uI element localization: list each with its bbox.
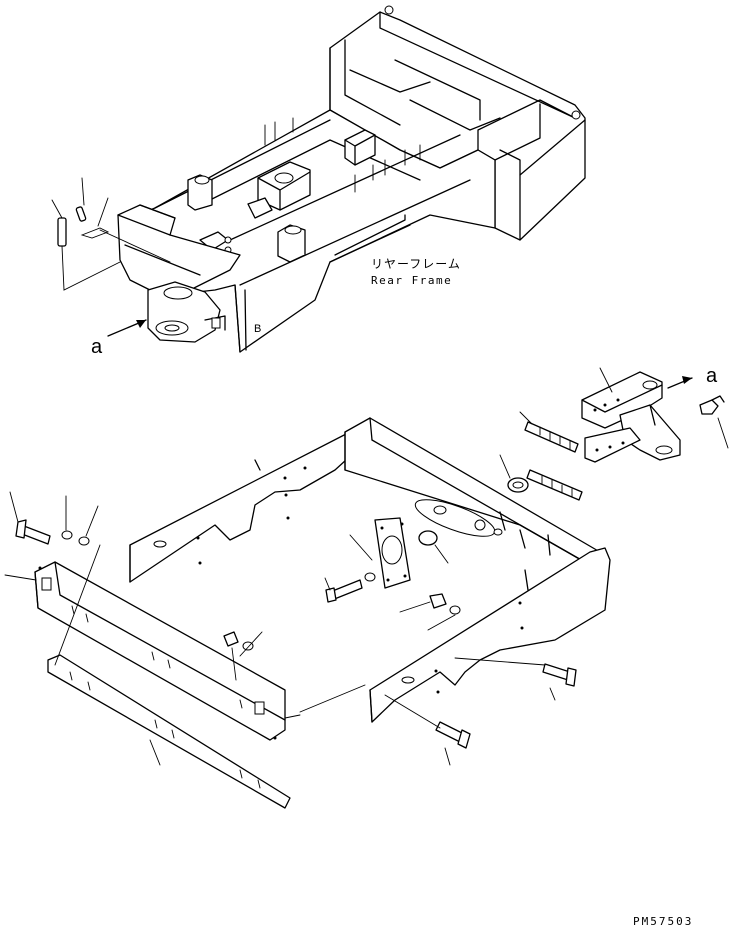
pin-part — [57, 217, 67, 247]
view-ref-a: a — [91, 336, 103, 358]
right-side-plate — [369, 547, 611, 723]
bolt-lower-right — [542, 663, 571, 681]
rear-hitch-assembly: a — [499, 365, 729, 501]
assembly-name-en: Rear Frame — [371, 274, 452, 287]
view-ref-a-hitch: a — [706, 365, 718, 387]
shim-strip — [524, 421, 579, 453]
counterweight-frame-assembly — [129, 417, 611, 766]
left-side-plate — [129, 417, 373, 583]
sleeve-part — [75, 206, 87, 222]
assembly-name-jp: リヤーフレーム — [371, 257, 461, 271]
bushing-center — [418, 530, 438, 546]
front-beam-assembly — [4, 491, 301, 809]
nut-left — [223, 631, 239, 647]
nut — [429, 593, 447, 609]
shim-strip — [526, 469, 583, 501]
bolt-left — [21, 525, 51, 545]
drawing-code: PM57503 — [633, 915, 693, 928]
rear-frame-assembly: B a リヤーフレーム Rear Frame — [51, 5, 586, 358]
frame-mark: B — [254, 323, 261, 335]
